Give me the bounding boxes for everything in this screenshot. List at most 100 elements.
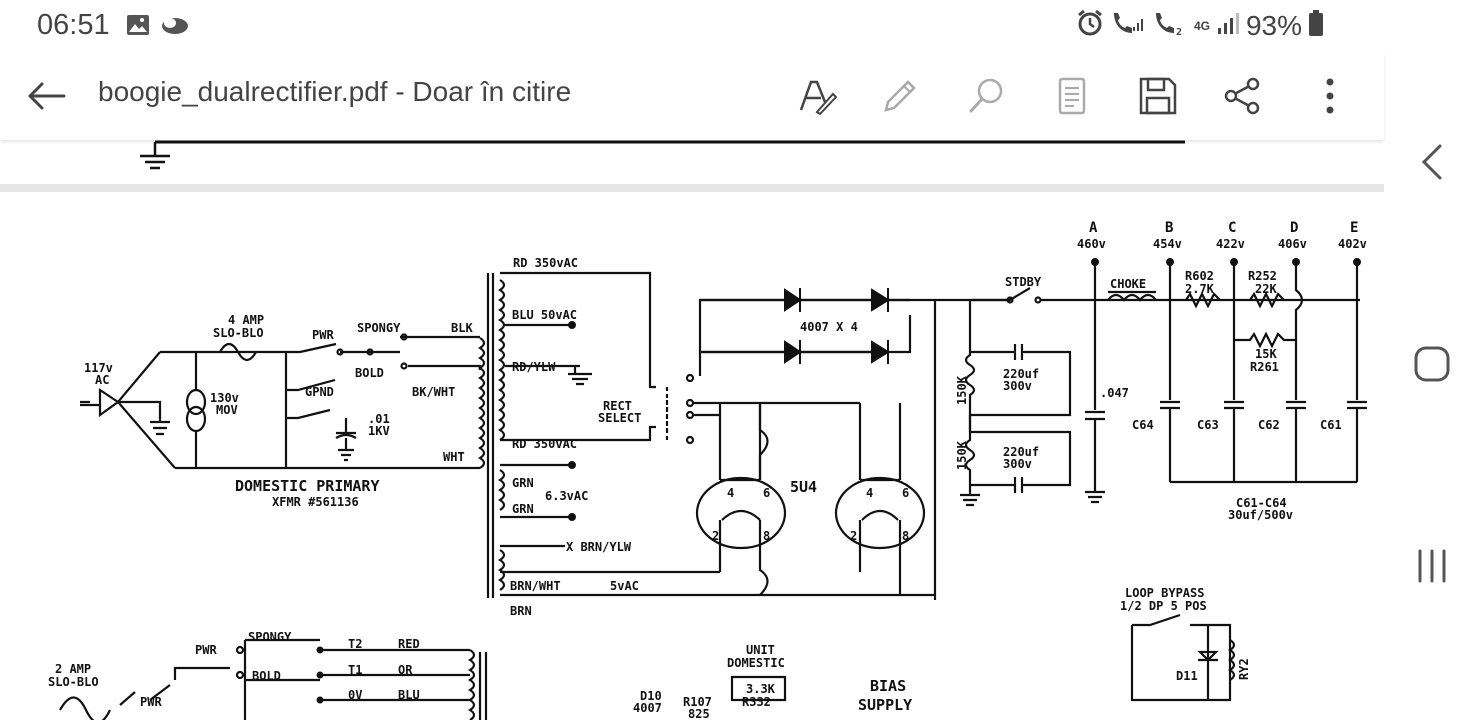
label-r602v: 2.7K: [1185, 282, 1215, 296]
label-tube: 5U4: [790, 478, 817, 496]
label-choke: CHOKE: [1110, 277, 1146, 291]
label-ry2: RY2: [1237, 658, 1251, 680]
navigation-bar: [1384, 0, 1480, 720]
document-title: boogie_dualrectifier.pdf - Doar în citir…: [98, 76, 572, 107]
pdf-viewer[interactable]: 117v AC 4 AMP SLO-BLO 130v MOV PWR SPONG…: [0, 140, 1384, 720]
battery-text: 93%: [1245, 9, 1302, 41]
status-bar: 06:51 2 4G 93%: [0, 0, 1384, 52]
label-xfmr: XFMR #561136: [272, 495, 359, 509]
label-node-e: E: [1350, 220, 1358, 236]
label-brn: BRN: [510, 604, 532, 618]
label-unit-b: DOMESTIC: [727, 656, 785, 670]
recents-icon[interactable]: [1402, 536, 1462, 596]
label-cap01v: 1KV: [368, 424, 390, 438]
label-brnylw: X BRN/YLW: [566, 540, 632, 554]
label-spongy2: SPONGY: [248, 630, 292, 644]
status-time: 06:51: [37, 9, 110, 41]
label-r150b: 150K: [955, 440, 969, 470]
label-pwr3: PWR: [140, 695, 162, 709]
back-chevron-icon[interactable]: [1402, 132, 1462, 192]
signal-icon: 2: [1152, 9, 1188, 42]
label-pwr1: PWR: [312, 328, 334, 342]
label-pin6a: 6: [763, 486, 770, 500]
label-cgroup: C61-C64: [1236, 496, 1287, 510]
share-icon[interactable]: [1219, 72, 1267, 120]
label-blu50: BLU 50vAC: [512, 308, 577, 322]
image-icon: [126, 14, 150, 41]
label-pin6b: 6: [902, 486, 909, 500]
label-t2: T2: [348, 637, 362, 651]
label-grn1: GRN: [512, 476, 534, 490]
label-bias-a: BIAS: [870, 677, 906, 695]
label-pwr2: PWR: [195, 643, 217, 657]
label-t0: 0V: [348, 688, 362, 702]
label-mov-a: 130v: [210, 391, 239, 405]
label-loop-a: LOOP BYPASS: [1125, 586, 1204, 600]
label-rect-select-b: SELECT: [598, 411, 641, 425]
label-rd350b: RD 350vAC: [512, 437, 577, 451]
schematic-page: 117v AC 4 AMP SLO-BLO 130v MOV PWR SPONG…: [48, 220, 1367, 720]
more-icon[interactable]: [1306, 72, 1354, 120]
label-r332: R332: [742, 695, 771, 709]
previous-page-fragment: [140, 140, 1185, 170]
label-fuse1-a: 4 AMP: [228, 313, 264, 327]
label-c63: C63: [1197, 418, 1219, 432]
label-r252v: 22K: [1255, 282, 1277, 296]
label-fuse2-b: SLO-BLO: [48, 675, 99, 689]
label-rd350a: RD 350vAC: [513, 256, 578, 270]
label-r602: R602: [1185, 269, 1214, 283]
label-t1: T1: [348, 663, 362, 677]
text-annotate-icon[interactable]: [793, 72, 841, 120]
label-bold: BOLD: [355, 366, 384, 380]
label-mov-b: MOV: [216, 403, 238, 417]
label-node-d: D: [1290, 220, 1298, 236]
label-fuse1-b: SLO-BLO: [213, 326, 264, 340]
label-domestic-primary: DOMESTIC PRIMARY: [235, 477, 380, 495]
label-c64: C64: [1132, 418, 1154, 432]
signal-bars-icon: [1216, 10, 1240, 41]
label-pin2a: 2: [712, 529, 719, 543]
back-arrow-icon[interactable]: [22, 72, 70, 120]
label-volt-c: 422v: [1216, 237, 1245, 251]
label-volt-b: 454v: [1153, 237, 1182, 251]
label-rdylw: RD/YLW: [512, 360, 556, 374]
home-icon[interactable]: [1402, 334, 1462, 394]
label-d10v: 4007: [633, 701, 662, 715]
label-blk: BLK: [451, 321, 473, 335]
label-rect-select-a: RECT: [603, 399, 632, 413]
label-c62: C62: [1258, 418, 1280, 432]
search-icon[interactable]: [962, 72, 1010, 120]
label-ac: AC: [95, 373, 109, 387]
label-node-c: C: [1228, 220, 1236, 236]
label-cgroup-v: 30uf/500v: [1228, 508, 1293, 522]
label-volt-a: 460v: [1077, 237, 1106, 251]
save-icon[interactable]: [1134, 72, 1182, 120]
label-r261v: 15K: [1255, 347, 1277, 361]
label-stdby: STDBY: [1005, 275, 1042, 289]
label-v63: 6.3vAC: [545, 489, 588, 503]
label-volt-d: 406v: [1278, 237, 1307, 251]
label-brnwht: BRN/WHT: [510, 579, 561, 593]
label-d11: D11: [1176, 669, 1198, 683]
pencil-icon[interactable]: [876, 72, 924, 120]
label-pin8a: 8: [763, 529, 770, 543]
label-c047: .047: [1100, 386, 1129, 400]
battery-icon: [1308, 9, 1324, 42]
label-d10: D10: [640, 689, 662, 703]
label-wht: WHT: [443, 450, 465, 464]
reading-mode-icon[interactable]: [1048, 72, 1096, 120]
label-pin8b: 8: [902, 529, 909, 543]
label-v5: 5vAC: [610, 579, 639, 593]
label-main-in: 117v: [84, 361, 113, 375]
label-gpnd: GPND: [305, 385, 334, 399]
label-cap01: .01: [368, 412, 390, 426]
label-volt-e: 402v: [1338, 237, 1367, 251]
label-r261: R261: [1250, 360, 1279, 374]
label-diodes: 4007 X 4: [800, 320, 858, 334]
label-or: OR: [398, 663, 413, 677]
label-pin4a: 4: [727, 486, 734, 500]
label-bold2: BOLD: [252, 669, 281, 683]
alarm-icon: [1076, 9, 1104, 42]
label-node-b: B: [1165, 220, 1173, 236]
label-red: RED: [398, 637, 420, 651]
